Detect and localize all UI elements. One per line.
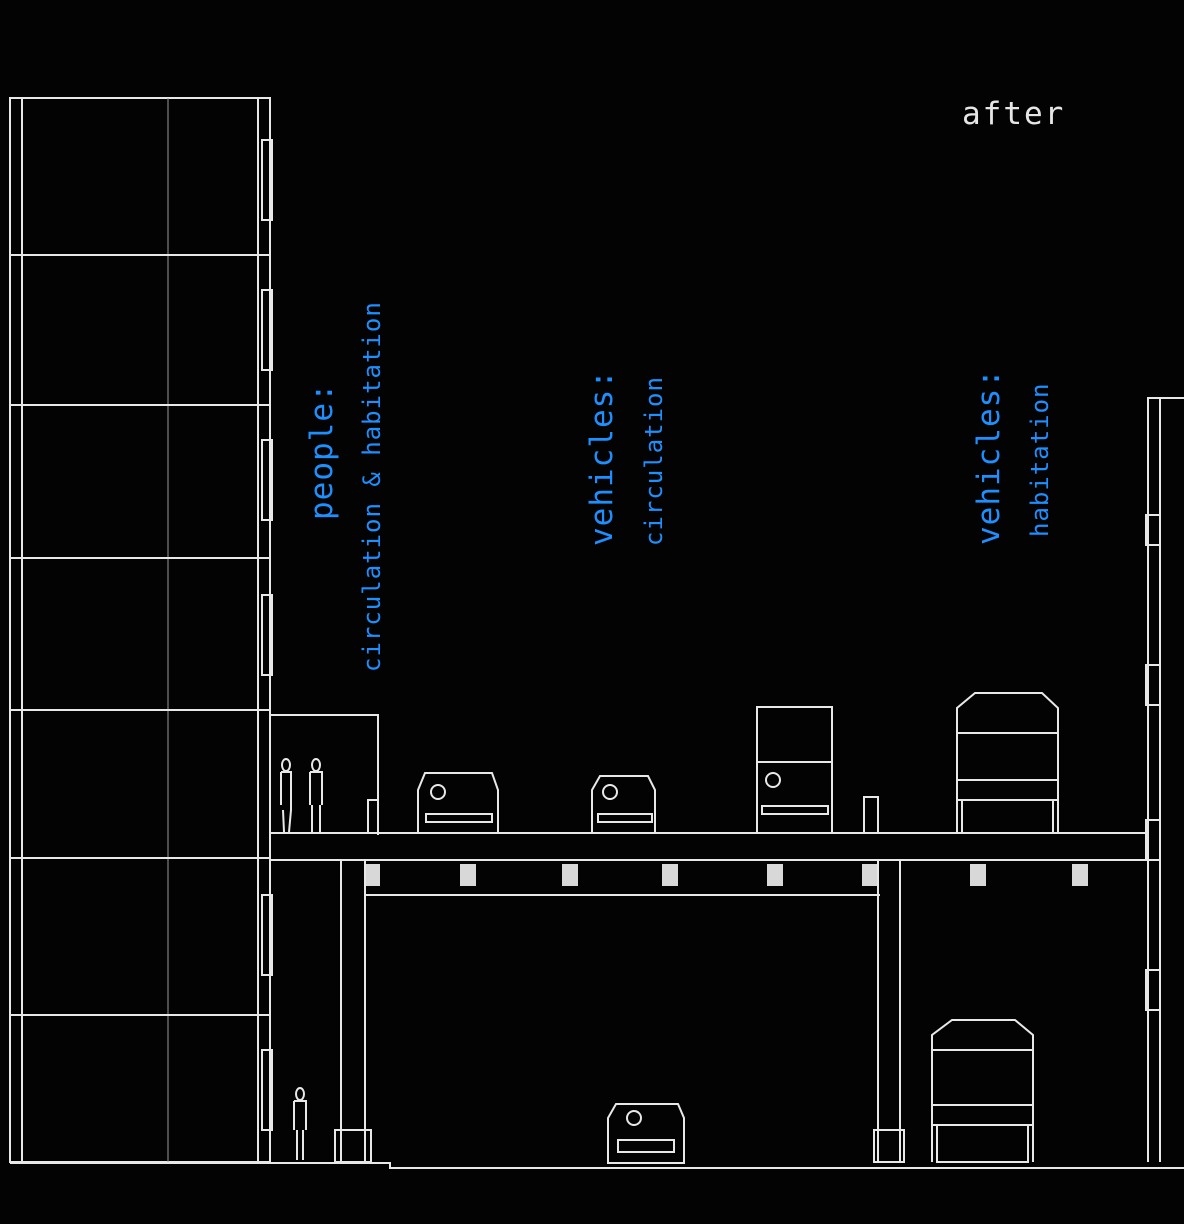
entrance-canopy <box>270 714 379 835</box>
vehicles-habitation-heading: vehicles: <box>971 368 1007 545</box>
right-building <box>1145 397 1184 1162</box>
ground-line <box>10 1162 1184 1169</box>
elevated-deck <box>269 796 1149 896</box>
left-building <box>9 97 273 1163</box>
people-subheading: circulation & habitation <box>358 301 386 672</box>
deck-beams <box>364 864 1088 886</box>
people-heading: people: <box>304 382 340 520</box>
columns <box>334 859 905 1163</box>
vehicles-circulation-heading: vehicles: <box>584 369 620 546</box>
vehicles-habitation-subheading: habitation <box>1026 382 1054 538</box>
vehicles-circulation-subheading: circulation <box>640 376 668 546</box>
after-label: after <box>962 96 1066 132</box>
vehicles <box>417 692 1059 1164</box>
people-figures <box>280 758 323 1160</box>
